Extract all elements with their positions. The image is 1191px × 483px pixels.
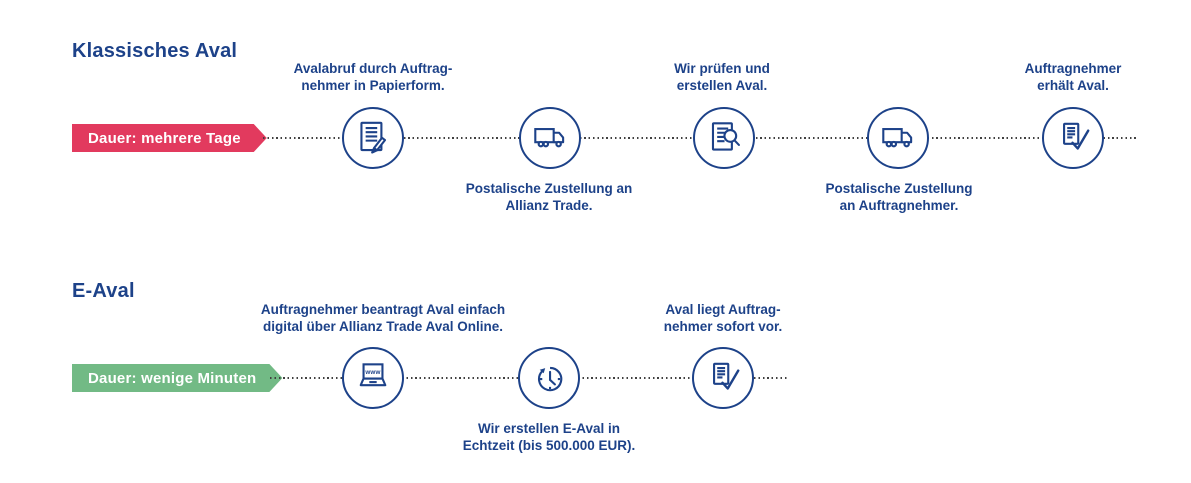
truck-icon — [882, 128, 913, 148]
timeline-node — [518, 347, 580, 409]
duration-banner-e-aval: Dauer: wenige Minuten — [72, 364, 282, 392]
step-label: Auftragnehmer beantragt Aval einfach dig… — [260, 302, 506, 334]
timeline-node — [342, 107, 404, 169]
timeline-node — [693, 107, 755, 169]
step-label: Wir prüfen und erstellen Aval. — [674, 61, 770, 93]
step-label: Auftragnehmer erhält Aval. — [1024, 61, 1122, 93]
section-title-e-aval: E-Aval — [72, 280, 135, 302]
step-label: Wir erstellen E-Aval in Echtzeit (bis 50… — [462, 421, 636, 453]
section-title-klassisches-aval: Klassisches Aval — [72, 40, 238, 62]
timeline-node — [692, 347, 754, 409]
timeline-node — [867, 107, 929, 169]
step-label: Aval liegt Auftrag- nehmer sofort vor. — [663, 302, 783, 334]
truck-icon — [534, 128, 565, 148]
step-label: Postalische Zustellung an Allianz Trade. — [465, 181, 633, 213]
clock-icon — [537, 366, 563, 392]
document-magnifier-icon — [711, 122, 740, 151]
duration-banner-label: Dauer: wenige Minuten — [88, 369, 257, 387]
timeline-node — [519, 107, 581, 169]
timeline-node — [1042, 107, 1104, 169]
laptop-screen-text: www — [364, 369, 380, 376]
document-check-icon — [1063, 122, 1090, 150]
document-check-icon — [713, 362, 740, 390]
document-pen-icon — [360, 121, 387, 154]
laptop-www-icon: www — [359, 363, 387, 387]
duration-banner-klassisch: Dauer: mehrere Tage — [72, 124, 267, 152]
step-label: Postalische Zustellung an Auftragnehmer. — [825, 181, 973, 213]
timeline-node: www — [342, 347, 404, 409]
duration-banner-label: Dauer: mehrere Tage — [88, 129, 241, 147]
step-label: Avalabruf durch Auftrag- nehmer in Papie… — [293, 61, 453, 93]
